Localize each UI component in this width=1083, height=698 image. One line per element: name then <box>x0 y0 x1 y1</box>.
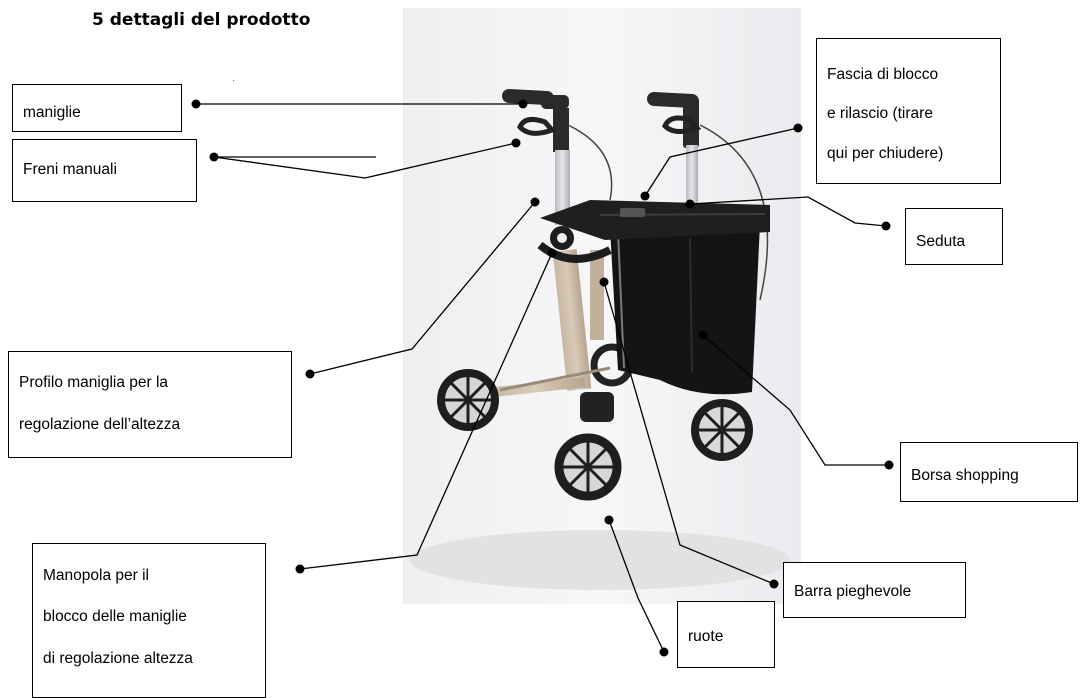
label-freni-manuali: Freni manuali <box>12 139 197 202</box>
label-text: regolazione dell’altezza <box>19 416 181 433</box>
label-text: e rilascio (tirare <box>827 105 933 122</box>
label-manopola: Manopola per il blocco delle maniglie di… <box>32 543 266 698</box>
label-borsa-shopping: Borsa shopping <box>900 442 1078 502</box>
label-text: Borsa shopping <box>911 467 1019 484</box>
label-seduta: Seduta <box>905 208 1003 265</box>
label-text: Manopola per il <box>43 567 149 584</box>
label-text: maniglie <box>23 104 81 121</box>
page-title: 5 dettagli del prodotto <box>92 10 311 30</box>
label-text: di regolazione altezza <box>43 650 193 667</box>
label-maniglie: maniglie <box>12 84 182 132</box>
label-ruote: ruote <box>677 601 775 668</box>
label-text: Seduta <box>916 233 966 250</box>
label-text: Profilo maniglia per la <box>19 374 169 391</box>
label-text: blocco delle maniglie <box>43 608 187 625</box>
label-fascia-blocco: Fascia di blocco e rilascio (tirare qui … <box>816 38 1001 184</box>
label-text: Fascia di blocco <box>827 66 939 83</box>
label-text: Freni manuali <box>23 161 117 178</box>
label-profilo-maniglia: Profilo maniglia per la regolazione dell… <box>8 351 292 458</box>
label-text: qui per chiudere) <box>827 145 944 162</box>
label-barra-pieghevole: Barra pieghevole <box>783 562 966 618</box>
label-text: ruote <box>688 628 724 645</box>
label-text: Barra pieghevole <box>794 583 912 600</box>
